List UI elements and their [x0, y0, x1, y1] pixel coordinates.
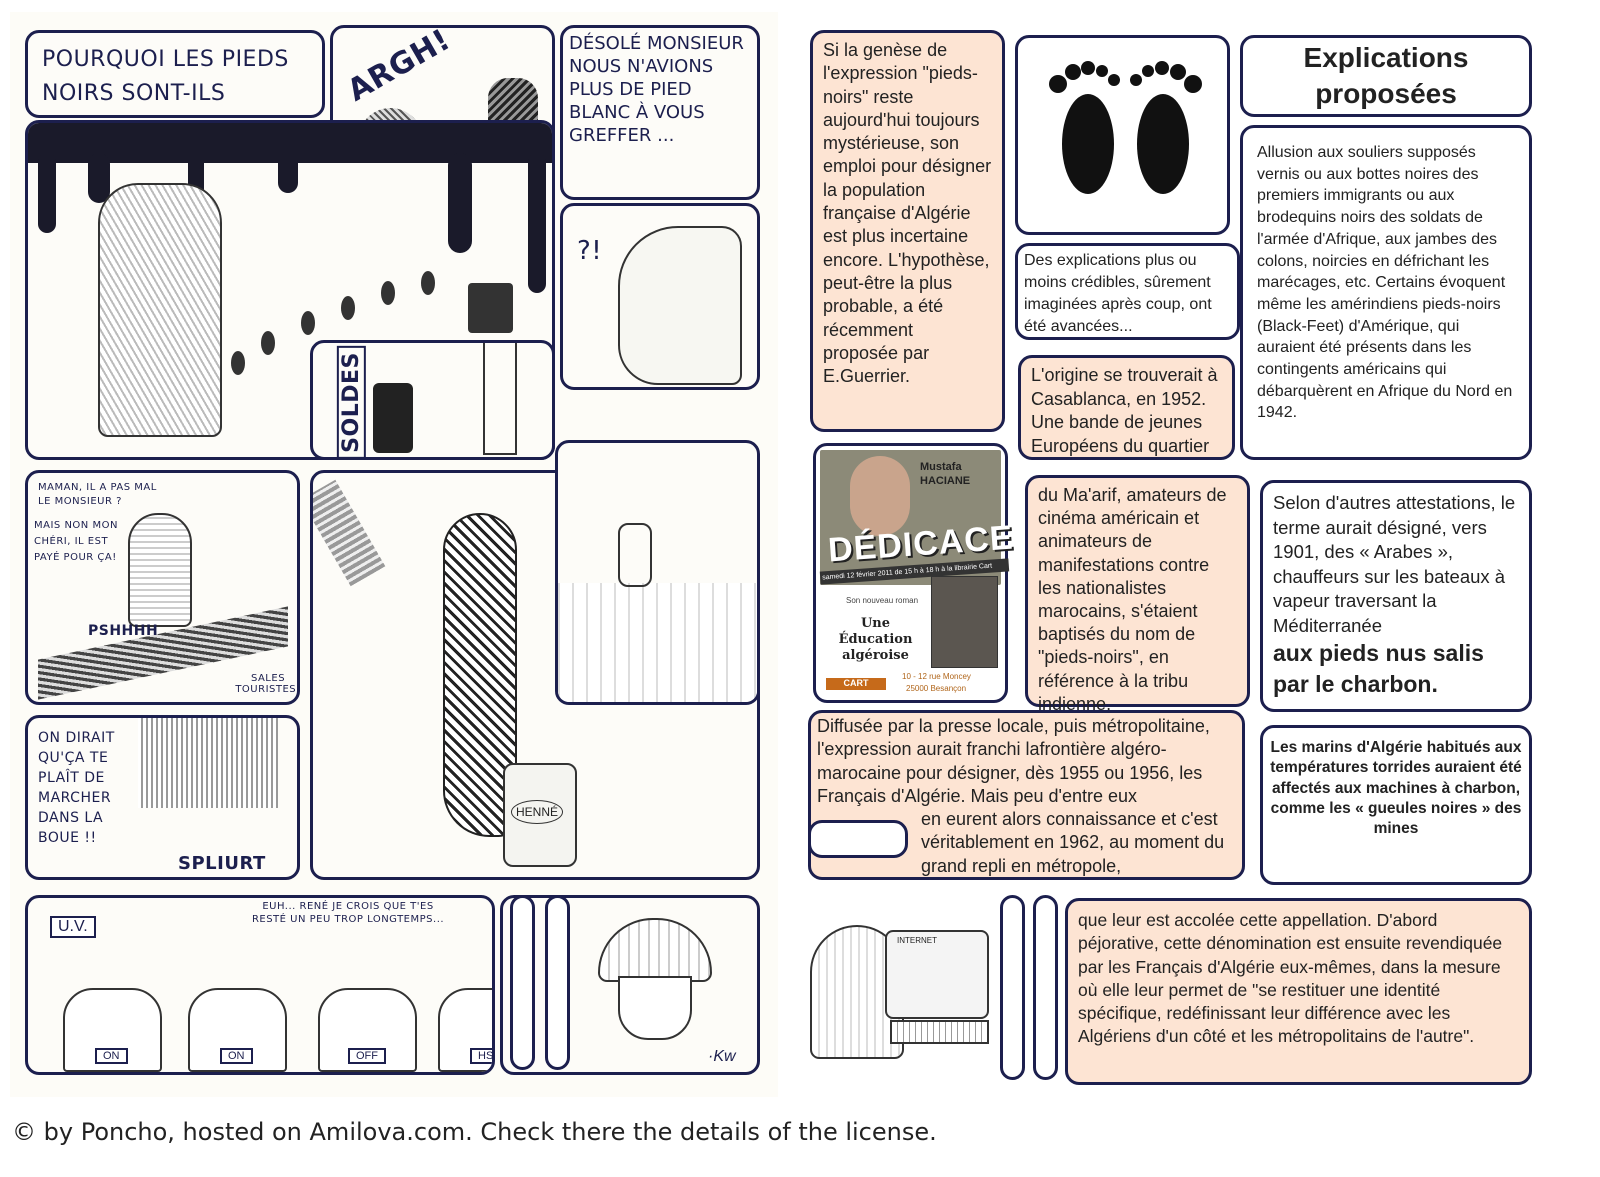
nozzle-drawing [313, 479, 386, 587]
tanning-bed-2: ON [188, 988, 287, 1072]
black-footprints-icon [1049, 61, 1202, 194]
roof-tiles-drawing [558, 583, 757, 702]
book-signing-poster: Mustafa HACIANE DÉDICACE samedi 12 févri… [813, 443, 1015, 703]
girl-hat-drawing [598, 918, 712, 982]
paint-drip [278, 153, 298, 193]
origin-box-2: du Ma'arif, amateurs de cinéma américain… [1025, 475, 1250, 714]
allusion-box: Allusion aux souliers supposés vernis ou… [1240, 125, 1532, 460]
white-legs-drawing [483, 343, 517, 455]
title-box: Explications proposées [1240, 35, 1532, 117]
computer-monitor-drawing: INTERNET [885, 930, 989, 1019]
rooftop-panel [555, 440, 760, 705]
other-attestations-box: Selon d'autres attestations, le terme au… [1260, 480, 1532, 712]
running-man-drawing [98, 183, 222, 437]
diffusion-box: Diffusée par la presse locale, puis métr… [808, 710, 1245, 880]
grafted-foot-drawing [618, 226, 742, 385]
decorative-pill [808, 820, 908, 858]
keyboard-drawing [890, 1020, 989, 1044]
tanning-bed-3: OFF [318, 988, 417, 1072]
paint-drip [88, 153, 110, 203]
black-boots-drawing [373, 383, 413, 453]
striped-coat-drawing [138, 718, 278, 808]
black-paint-panel [25, 120, 555, 460]
tanning-bed-1: ON [63, 988, 162, 1072]
author-portrait [850, 456, 910, 536]
paint-drip [38, 153, 56, 233]
computer-scene: INTERNET [810, 905, 995, 1085]
fakir-drawing [128, 513, 192, 627]
henna-bottle-drawing: HENNÉ [503, 763, 577, 867]
paint-bucket-drawing [468, 283, 513, 333]
sorry-panel: DÉSOLÉ MONSIEUR NOUS N'AVIONS PLUS DE PI… [560, 25, 760, 200]
child-mother-panel: MAMAN, IL A PAS MAL LE MONSIEUR ? MAIS N… [25, 470, 300, 705]
origin-box-1: L'origine se trouverait à Casablanca, en… [1018, 355, 1235, 460]
tanning-bed-4: HS [438, 988, 492, 1072]
conclusion-box: que leur est accolée cette appellation. … [1065, 898, 1532, 1085]
decorative-pill [545, 895, 570, 1070]
paint-drip [528, 153, 546, 293]
sailors-box: Les marins d'Algérie habitués aux tempér… [1260, 725, 1532, 885]
explanations-note-box: Des explications plus ou moins crédibles… [1015, 243, 1240, 340]
book-cover [931, 576, 998, 668]
decorative-pill [1033, 895, 1058, 1080]
license-credit: © by Poncho, hosted on Amilova.com. Chec… [12, 1118, 937, 1146]
artist-signature: ·Kw [708, 1048, 736, 1065]
footprints-trail-icon [231, 271, 435, 375]
paint-drip [448, 153, 472, 253]
amputated-foot-panel: ?! [560, 203, 760, 390]
girl-panel: ·Kw [500, 895, 760, 1075]
title-bubble: POURQUOI LES PIEDS NOIRS SONT-ILS BLANCS… [25, 30, 325, 118]
chimney-sweep-drawing [618, 523, 652, 587]
footprints-box [1015, 35, 1230, 235]
page-title: Explications proposées [1303, 42, 1469, 109]
decorative-pill [510, 895, 535, 1070]
intro-text-box: Si la genèse de l'expression "pieds-noir… [810, 30, 1005, 432]
mud-panel: ON DIRAIT QU'ÇA TE PLAÎT DE MARCHER DANS… [25, 715, 300, 880]
tanning-panel: U.V. EUH... RENÉ JE CROIS QUE T'ES RESTÉ… [25, 895, 495, 1075]
girl-face-drawing [618, 976, 692, 1040]
poster-photo-area: Mustafa HACIANE DÉDICACE samedi 12 févri… [819, 450, 1015, 585]
soldes-panel: SOLDES [310, 340, 555, 460]
decorative-pill [1000, 895, 1025, 1080]
